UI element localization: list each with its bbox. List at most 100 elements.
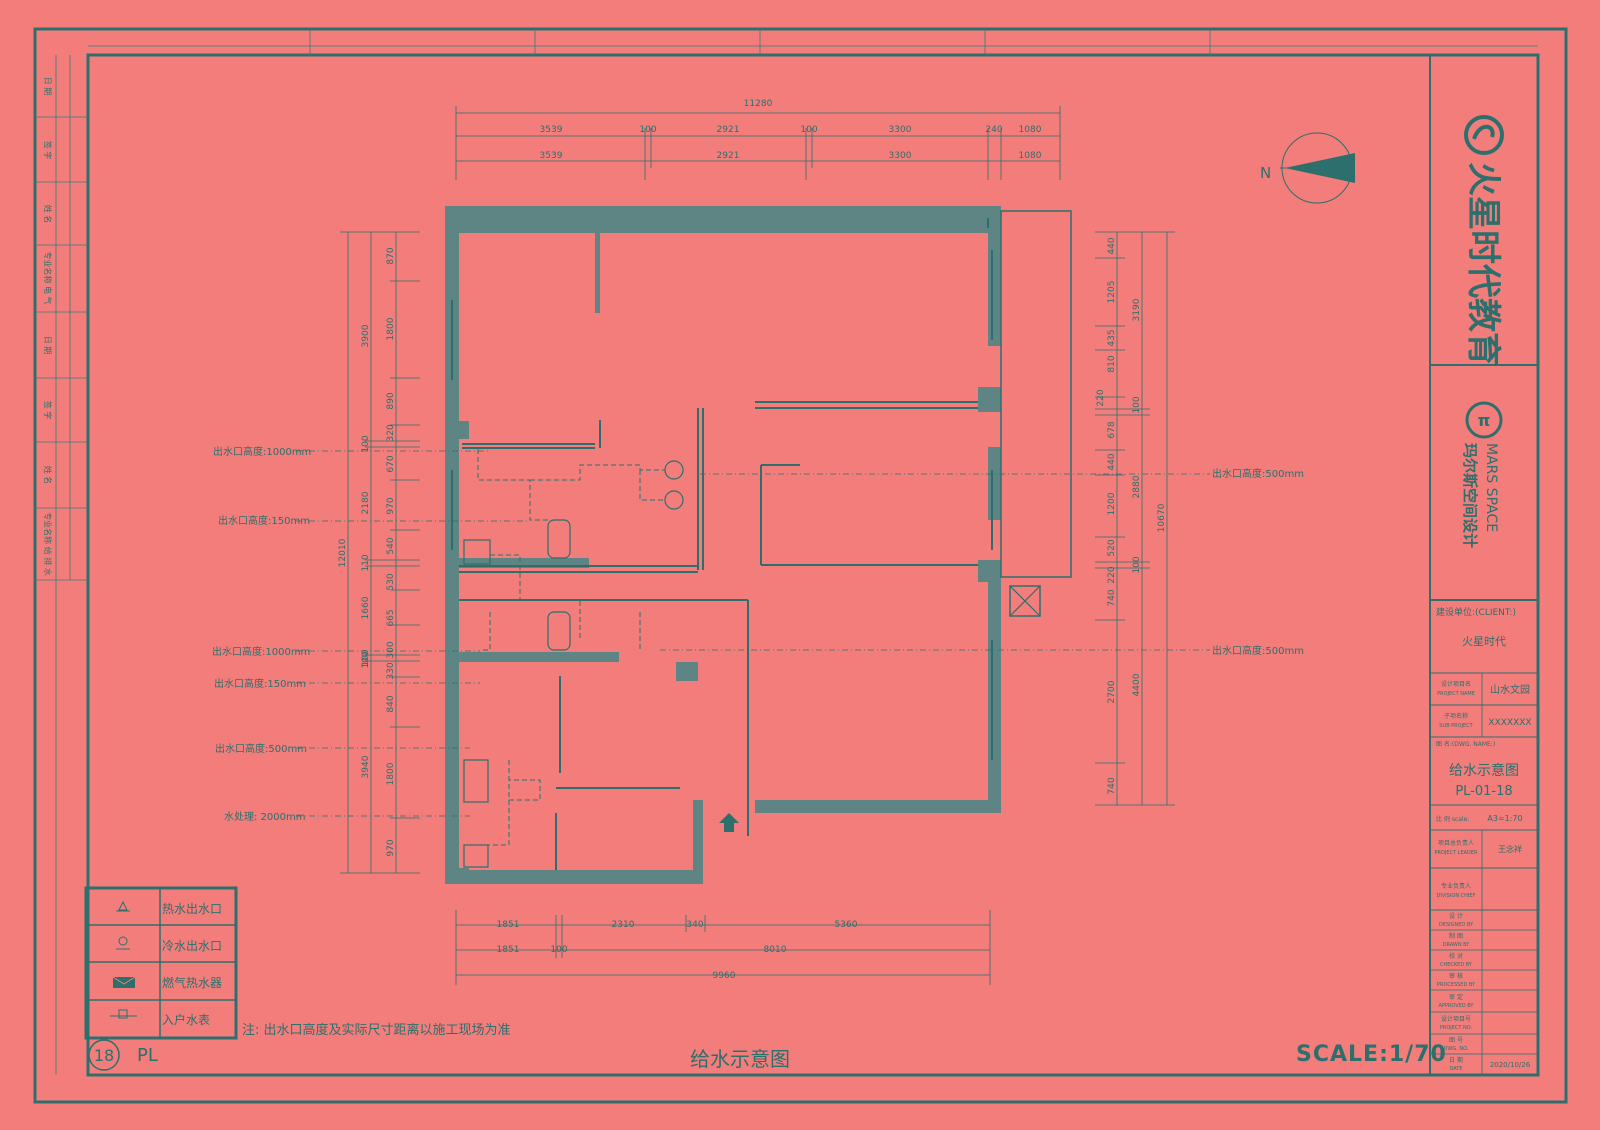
legend-label: 冷水出水口 [162,939,223,953]
leader-label-en: PROJECT LEADER [1434,850,1478,856]
dim-top-1: 3300 [889,125,912,135]
sheet-type: PL [137,1045,158,1066]
strip-label: 日 期 [43,336,52,355]
shower-tray-icon [463,539,491,565]
dim-right-inner: 435 [1107,329,1117,346]
project-name-label-en: PROJECT NAME [1437,691,1475,697]
water-meter-icon [110,1009,137,1019]
dim-right-mid: 4400 [1132,673,1142,696]
dim-left-mid: 3940 [361,755,371,778]
dim-top-2: 3539 [540,151,563,161]
dim-left-inner: 970 [386,839,396,856]
drawing-title: 给水示意图 [690,1047,790,1071]
scale-value: A3=1:70 [1487,814,1522,823]
sign-row-label: 设计项目号 [1441,1015,1471,1023]
water-heater-icon [463,844,489,868]
dim-top-1: 100 [639,125,656,135]
sheet-number-badge [88,1039,120,1071]
dim-right-inner: 520 [1107,539,1117,556]
basin-icon [664,490,684,510]
entry-arrow-icon [719,813,739,832]
dim-left-inner: 1800 [386,762,396,785]
dim-top-1: 1080 [1019,125,1042,135]
leader-value: 王念祥 [1498,844,1522,854]
dim-left-inner: 540 [386,537,396,554]
dim-bottom-2: 100 [550,945,567,955]
dim-left-mid: 3900 [361,324,371,347]
project-name-value: 山水文园 [1490,683,1530,696]
sign-row-label: 图 号 [1449,1037,1463,1044]
dim-left-inner: 670 [386,455,396,472]
toilet-icon [547,611,571,651]
interior-walls [451,210,1072,870]
dim-left-inner: 890 [386,392,396,409]
dim-left-inner: 320 [386,424,396,441]
gas-water-heater-icon [112,976,136,988]
date-label-en: DATE [1449,1066,1462,1072]
svg-text:π: π [1478,411,1491,430]
sub-project-label-en: SUB PROJECT [1439,723,1473,729]
project-name-label: 设计项目名 [1441,680,1471,688]
outlet-leaders [296,450,1210,817]
sign-row-label-en: PROCESSED BY [1437,982,1476,988]
division-label: 专业负责人 [1441,882,1471,890]
legend-label: 热水出水口 [162,902,223,916]
dim-right-inner: 440 [1107,237,1117,254]
sign-row-label-en: DRAWN BY [1443,942,1471,948]
dim-left-inner: 300 [386,641,396,658]
date-value: 2020/10/26 [1490,1061,1531,1069]
strip-label: 专业名称 电 气 [43,251,53,304]
dim-top-2: 3300 [889,151,912,161]
client-value: 火星时代 [1462,635,1506,648]
sign-row-label: 校 对 [1449,952,1463,960]
dim-left-inner: 530 [386,573,396,590]
sign-row-label: 制 图 [1449,932,1463,940]
outlet-height-label: 出水口高度:500mm [215,742,307,755]
outlet-height-label: 出水口高度:500mm [1212,644,1304,657]
strip-label: 姓 名 [43,466,53,485]
dim-right-inner: 1205 [1107,281,1117,304]
dim-bottom-1: 1851 [497,920,520,930]
dim-right-inner: 440 [1107,453,1117,470]
dim-bottom-1: 340 [686,920,703,930]
dim-right-mid: 100 [1132,556,1142,573]
left-signature-strip [35,55,88,1075]
outlet-height-label: 出水口高度:150mm [218,514,310,527]
strip-label: 日 期 [43,77,52,96]
dim-left-mid: 110 [361,554,371,571]
dim-right-mid: 100 [1132,396,1142,413]
dim-bottom-1: 2310 [612,920,635,930]
sign-row-label-en: DWG. NO. [1444,1046,1469,1052]
outlet-height-label: 出水口高度:1000mm [212,645,310,658]
dim-top-2: 2921 [717,151,740,161]
walls [445,206,1001,884]
dim-right-inner: 220 [1107,566,1117,583]
dim-bottom-total: 9960 [713,971,736,981]
sign-row-label-en: CHECKED BY [1440,962,1473,968]
toilet-icon [547,519,571,559]
dim-bottom-1: 5360 [835,920,858,930]
dim-left-inner: 870 [386,247,396,264]
dim-right-inner: 678 [1107,421,1117,438]
kitchen-sink-icon [463,759,489,803]
dim-left-inner: 665 [386,609,396,626]
leader-label: 项目总负责人 [1438,839,1474,847]
cold-water-outlet-icon [116,936,130,950]
studio-logo-icon: π [1465,401,1503,439]
studio-name-en: MARS SPACE [1483,443,1499,532]
dim-left-mid: 2180 [361,491,371,514]
sign-row-label-en: DESIGNED BY [1439,922,1474,928]
dim-left-inner: 1800 [386,317,396,340]
dwg-number: PL-01-18 [1455,784,1512,799]
plumbing-fixtures [463,460,1041,868]
dim-right-inner: 2700 [1107,680,1117,703]
dim-right-mid: 3190 [1132,298,1142,321]
date-label: 日 期 [1449,1056,1463,1064]
outlet-height-label: 出水口高度:500mm [1212,467,1304,480]
mars-logo-icon [1464,115,1504,155]
legend-label: 燃气热水器 [162,976,223,990]
legend [84,886,238,1040]
dwg-name-value: 给水示意图 [1449,762,1519,779]
sign-row-label: 审 定 [1449,993,1463,1001]
